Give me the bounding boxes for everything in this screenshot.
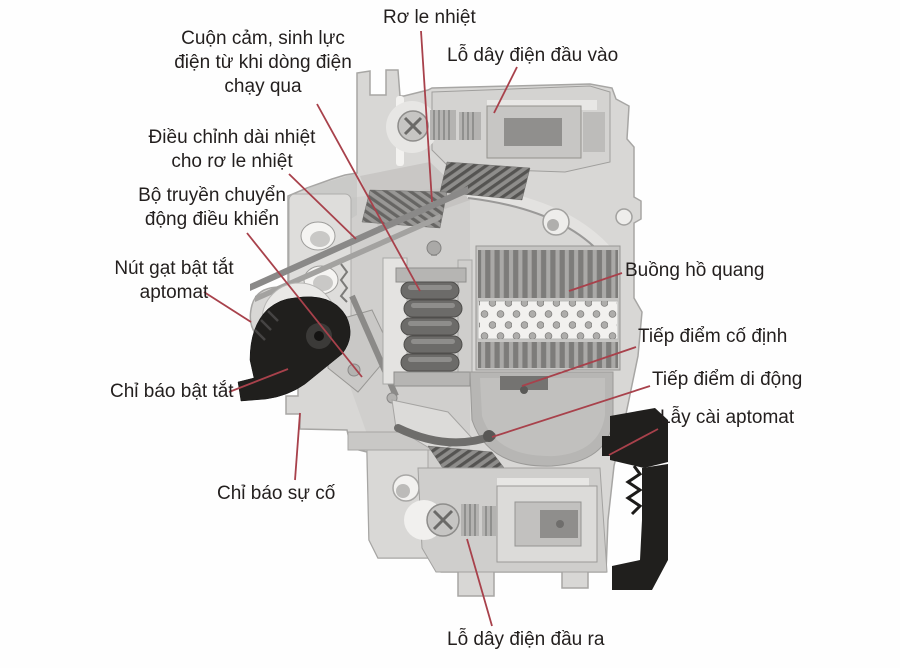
label-chi-bao-su-co: Chỉ báo sự cố [217, 483, 336, 504]
input-screw [397, 110, 429, 142]
label-bo-truyen-line2: động điều khiển [144, 209, 280, 230]
leader-lay-cai [608, 428, 659, 456]
leader-dieu-chinh [288, 173, 357, 240]
label-dieu-chinh-line1: Điều chỉnh dài nhiệt [148, 127, 316, 148]
arc-chute [475, 245, 621, 371]
thermal-relay-bimetal [250, 161, 531, 302]
label-buong-ho-quang: Buồng hồ quang [625, 260, 765, 281]
label-cuon-cam-line1: Cuộn cảm, sinh lực [181, 28, 345, 49]
label-bo-truyen-line1: Bộ truyền chuyển [138, 185, 286, 206]
label-cuon-cam-line2: điện từ khi dòng điện [174, 52, 352, 73]
label-nut-gat: Nút gạt bật tắt aptomat [114, 257, 233, 305]
label-tiep-diem-co-dinh: Tiếp điểm cố định [638, 326, 788, 347]
leader-ro-le-nhiet [420, 30, 433, 203]
leader-tiep-diem-di-dong [491, 385, 651, 438]
label-tiep-diem-di-dong: Tiếp điểm di động [652, 369, 803, 390]
label-nut-gat-line2: aptomat [139, 282, 209, 303]
solenoid-coil [382, 240, 473, 387]
output-screw [426, 503, 496, 537]
leader-chi-bao-su-co [294, 412, 301, 481]
label-lo-day-dien-dau-ra: Lỗ dây điện đầu ra [447, 629, 605, 650]
label-lay-cai-aptomat: Lẫy cài aptomat [660, 407, 795, 428]
din-latch [602, 408, 668, 590]
output-terminal [404, 467, 608, 573]
leader-tiep-diem-co-dinh [521, 346, 637, 387]
label-lo-day-dien-dau-vao: Lỗ dây điện đầu vào [447, 45, 619, 66]
contact-area [394, 371, 614, 487]
label-bo-truyen: Bộ truyền chuyển động điều khiển [138, 184, 286, 232]
leader-cuon-cam [316, 103, 421, 292]
leader-buong-ho-quang [568, 272, 623, 292]
label-cuon-cam: Cuộn cảm, sinh lực điện từ khi dòng điện… [174, 27, 352, 99]
fixed-contact [500, 376, 548, 394]
leader-lo-day-vao [493, 66, 518, 114]
moving-contact [394, 424, 496, 447]
label-cuon-cam-line3: chạy qua [224, 76, 302, 97]
leader-chi-bao-bat-tat [228, 368, 289, 393]
label-chi-bao-bat-tat: Chỉ báo bật tắt [110, 381, 234, 402]
label-nut-gat-line1: Nút gạt bật tắt [114, 258, 234, 279]
leader-nut-gat [203, 291, 252, 323]
leader-bo-truyen [246, 232, 363, 378]
screw-threads [430, 110, 481, 140]
toggle-handle [237, 282, 351, 402]
label-dieu-chinh-line2: cho rơ le nhiệt [171, 151, 293, 172]
label-dieu-chinh: Điều chỉnh dài nhiệt cho rơ le nhiệt [149, 126, 316, 174]
leader-lo-day-ra [466, 538, 493, 627]
leader-lines [203, 30, 659, 627]
input-terminal [386, 85, 611, 173]
label-ro-le-nhiet: Rơ le nhiệt [383, 7, 476, 28]
